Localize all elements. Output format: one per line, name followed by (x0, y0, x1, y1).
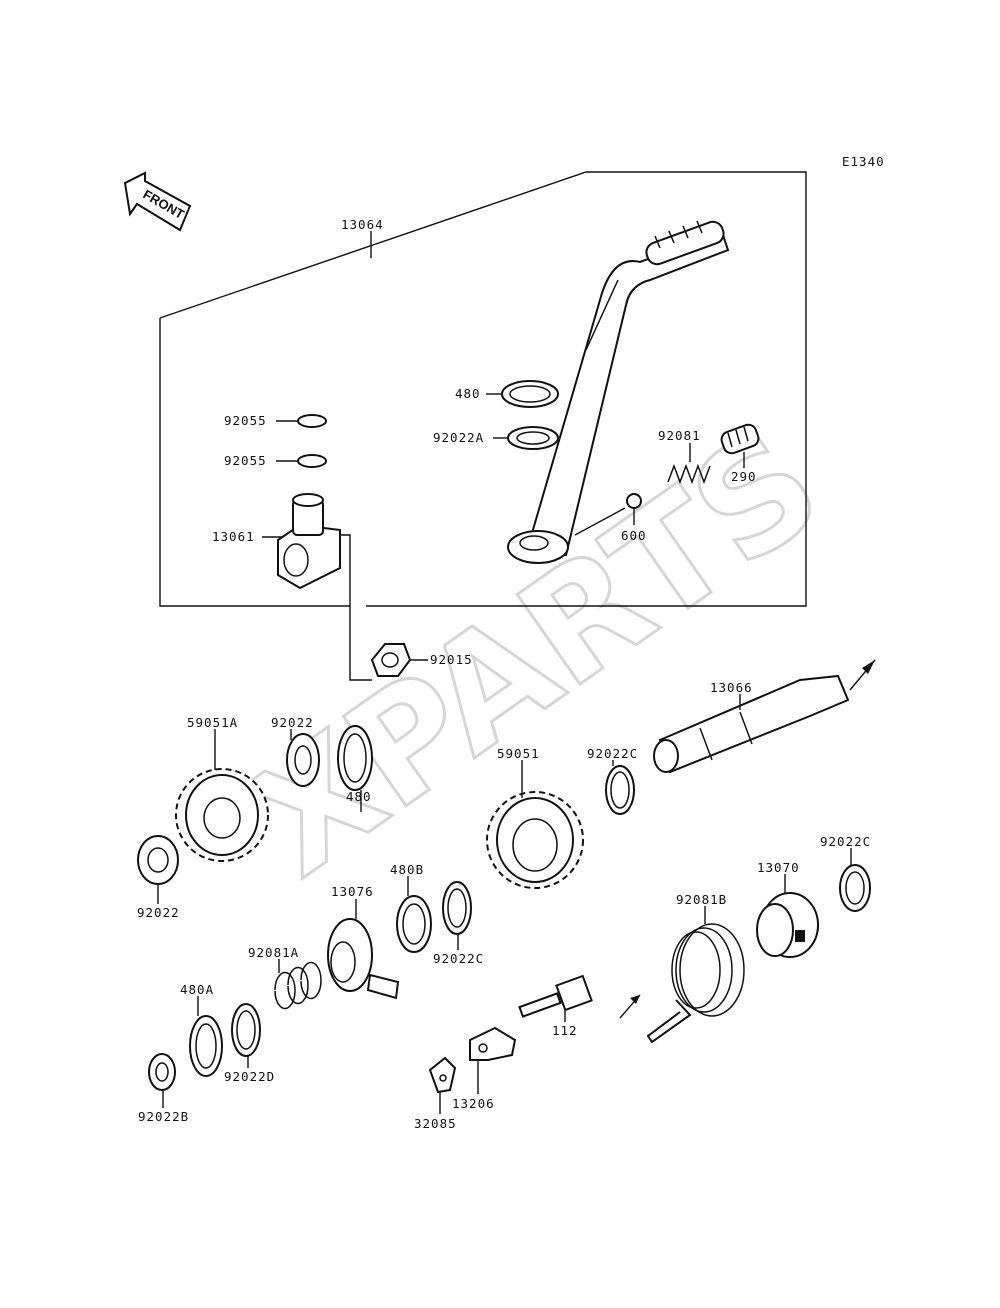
label-13070: 13070 (757, 860, 800, 875)
label-13076: 13076 (331, 884, 374, 899)
kick-shaft-13066 (653, 659, 876, 774)
kick-pedal-arm (507, 220, 730, 564)
bolt-112 (518, 974, 593, 1018)
circlip-480 (501, 380, 559, 408)
label-480a: 480A (180, 982, 214, 997)
label-600: 600 (621, 528, 647, 543)
label-13066: 13066 (710, 680, 753, 695)
label-112: 112 (552, 1023, 578, 1038)
label-480b: 480B (390, 862, 424, 877)
label-13061: 13061 (212, 529, 255, 544)
label-290: 290 (731, 469, 757, 484)
circlip-480-lower (337, 725, 373, 791)
label-32085: 32085 (414, 1116, 457, 1131)
label-92055-b: 92055 (224, 453, 267, 468)
label-92022c-right: 92022C (820, 834, 871, 849)
label-92022b: 92022B (138, 1109, 189, 1124)
washer-92022d (231, 1003, 261, 1057)
leader-lines (157, 231, 852, 1114)
guide-13070 (756, 892, 819, 958)
figure-code: E1340 (842, 154, 885, 169)
label-92022d: 92022D (224, 1069, 275, 1084)
gear-59051a (175, 768, 269, 862)
label-92081a: 92081A (248, 945, 299, 960)
assembly-frame-2 (159, 171, 807, 607)
spring-92081b (619, 923, 745, 1044)
circlip-480b (396, 895, 432, 953)
label-13064: 13064 (341, 217, 384, 232)
label-92022-top: 92022 (271, 715, 314, 730)
washer-92022b (148, 1053, 176, 1091)
o-ring-92055-b (297, 454, 327, 468)
assembly-frame (159, 318, 350, 607)
washer-92022c-mid (442, 881, 472, 935)
circlip-480a (189, 1015, 223, 1077)
washer-92022c-top (605, 765, 635, 815)
gear-59051 (486, 791, 584, 889)
label-480-lower: 480 (346, 789, 372, 804)
label-480-frame: 480 (455, 386, 481, 401)
kick-shaft-boss-13061 (277, 493, 341, 590)
front-arrow-icon: FRONT (123, 171, 192, 232)
label-92022c-top: 92022C (587, 746, 638, 761)
washer-92022-top (286, 733, 320, 787)
washer-92022a (507, 426, 559, 450)
spring-92081 (667, 463, 711, 485)
ratchet-13076 (327, 918, 400, 1000)
label-92081b: 92081B (676, 892, 727, 907)
label-92081: 92081 (658, 428, 701, 443)
washer-92022-left (137, 835, 179, 885)
spring-92081a (274, 961, 322, 1010)
ball-600 (626, 493, 642, 509)
label-92015: 92015 (430, 652, 473, 667)
label-92022a: 92022A (433, 430, 484, 445)
label-92022-left: 92022 (137, 905, 180, 920)
o-ring-92055-a (297, 414, 327, 428)
label-92022c-mid: 92022C (433, 951, 484, 966)
pin-290 (720, 423, 760, 455)
label-92055-a: 92055 (224, 413, 267, 428)
label-59051a: 59051A (187, 715, 238, 730)
label-59051: 59051 (497, 746, 540, 761)
label-13206: 13206 (452, 1096, 495, 1111)
plate-13206 (469, 1026, 517, 1061)
washer-92022c-right (839, 864, 871, 912)
pawl-32085 (428, 1056, 457, 1094)
callout-labels: 13064 480 92022A 92081 290 92055 92055 1… (137, 217, 871, 1131)
